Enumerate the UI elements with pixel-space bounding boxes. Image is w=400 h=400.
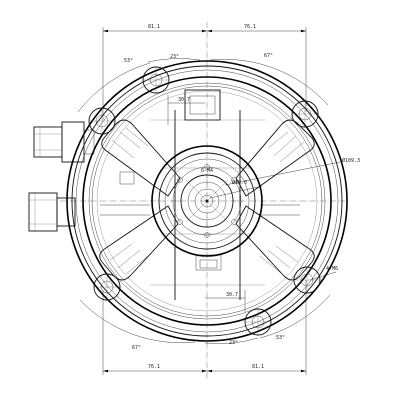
central-hub <box>151 145 263 257</box>
small-dim-upper: 30.7 <box>178 97 190 103</box>
bolt-callout: 4-M6 <box>326 266 338 272</box>
dim-top-right: 76.1 <box>244 24 256 30</box>
bolt-lug-bottom <box>244 308 272 336</box>
small-dim-lower: 30.7 <box>226 292 238 298</box>
lower-side-connector <box>28 192 76 232</box>
dimension-lines <box>60 22 345 380</box>
bolt-lug-left <box>88 107 116 135</box>
bolt-lug-lower-right <box>293 266 321 294</box>
bolt-lug-right <box>291 100 319 128</box>
internal-structure <box>100 89 300 300</box>
bolt-lug-upper-left <box>142 66 170 94</box>
angle-lower-inner: 23° <box>229 340 238 346</box>
angle-lower-right: 53° <box>276 335 285 341</box>
upper-side-connector <box>33 121 95 163</box>
center-callout-2: Ø10.0 <box>232 179 247 186</box>
dim-bottom-left: 76.1 <box>148 364 160 370</box>
diameter-callout: Ø109.3 <box>342 157 360 164</box>
center-callout-1: 6-M4 <box>201 168 213 174</box>
stator-arms <box>99 119 315 281</box>
angle-upper-left: 53° <box>124 58 133 64</box>
dimension-text: 81.1 76.1 76.1 81.1 53° 23° 67° 67° 23° … <box>124 24 360 370</box>
bolt-lug-lower-left <box>93 273 121 301</box>
outer-housing <box>66 60 348 342</box>
angle-upper-inner: 23° <box>170 54 179 60</box>
dim-top-left: 81.1 <box>148 24 160 30</box>
dim-bottom-right: 81.1 <box>252 364 264 370</box>
angle-lower-left: 67° <box>132 345 141 351</box>
angle-upper-right: 67° <box>264 53 273 59</box>
